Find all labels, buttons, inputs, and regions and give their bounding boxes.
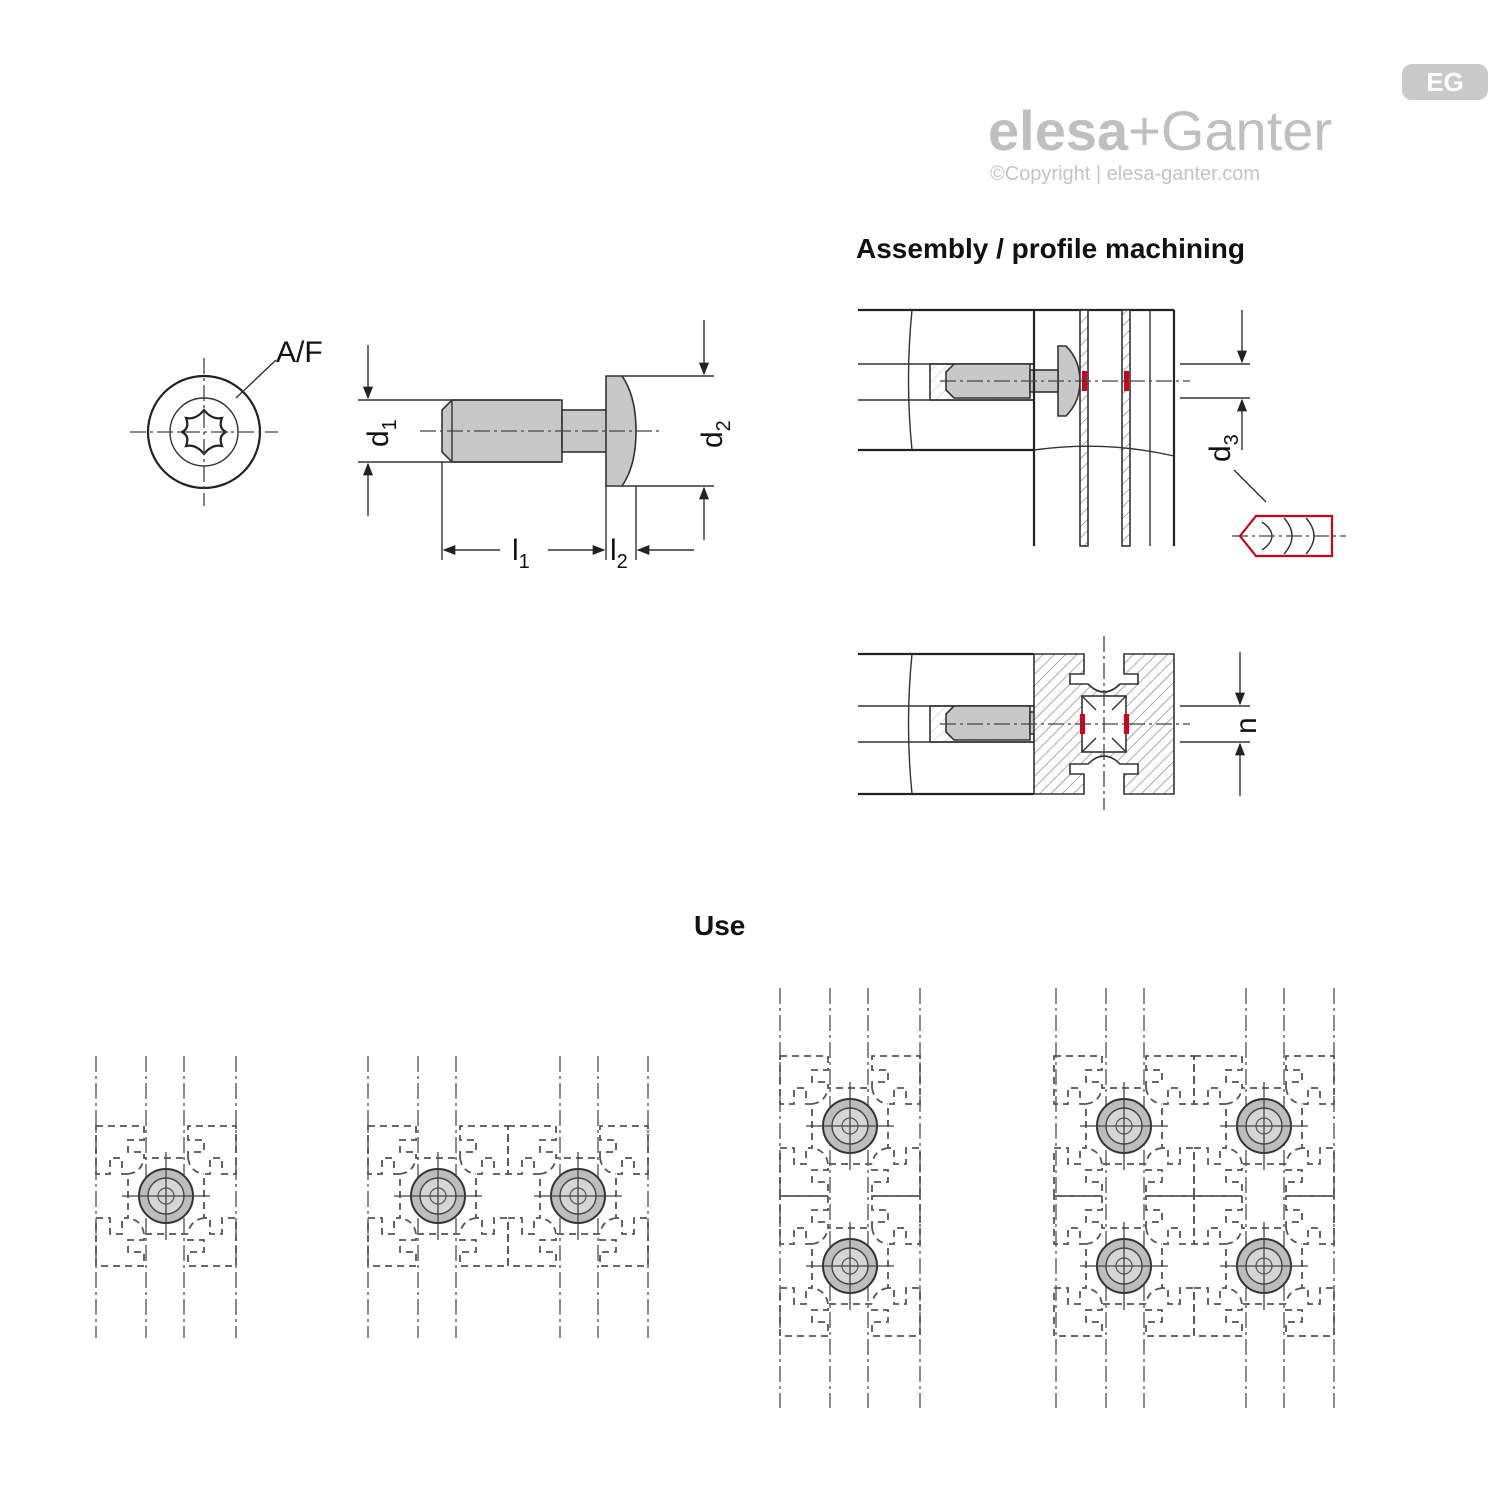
d3-label: d3 [1204, 434, 1243, 462]
d2-sub: 2 [713, 420, 735, 431]
use-double-horizontal [367, 1056, 649, 1338]
d2-letter: d [696, 431, 729, 448]
copyright-text: ©Copyright | elesa-ganter.com [990, 163, 1260, 185]
use-single [95, 1056, 237, 1338]
l1-letter: l [512, 534, 519, 567]
brand-name-part1: elesa [988, 99, 1129, 162]
assembly-heading: Assembly / profile machining [856, 233, 1245, 264]
eg-badge-text: EG [1426, 67, 1464, 97]
brand-name-part2: Ganter [1161, 99, 1332, 162]
l2-label: l2 [610, 534, 628, 573]
l1-sub: 1 [519, 551, 530, 573]
af-label: A/F [276, 336, 323, 369]
use-quad [1053, 988, 1335, 1408]
brand-logo: EG elesa+Ganter ©Copyright | elesa-gante… [988, 64, 1488, 185]
l2-letter: l [610, 534, 617, 567]
d1-label: d1 [362, 419, 401, 447]
screw-side-view: d1 d2 l1 l2 [358, 320, 735, 573]
brand-plus: + [1128, 99, 1161, 162]
d3-letter: d [1204, 445, 1237, 462]
d1-letter: d [362, 430, 395, 447]
assembly-view-profile: n [858, 636, 1263, 810]
brand-name: elesa+Ganter [988, 99, 1332, 162]
d1-sub: 1 [379, 419, 401, 430]
use-double-vertical [779, 988, 921, 1408]
d3-sub: 3 [1221, 434, 1243, 445]
l2-sub: 2 [617, 551, 628, 573]
assembly-view-drilling: d3 [858, 308, 1346, 558]
d2-label: d2 [696, 420, 735, 448]
eg-badge [1402, 64, 1488, 100]
n-label: n [1230, 717, 1263, 734]
head-front-view: A/F [130, 336, 323, 506]
drill-bit-icon [1232, 514, 1346, 558]
l1-label: l1 [512, 534, 530, 573]
use-heading: Use [694, 910, 745, 941]
